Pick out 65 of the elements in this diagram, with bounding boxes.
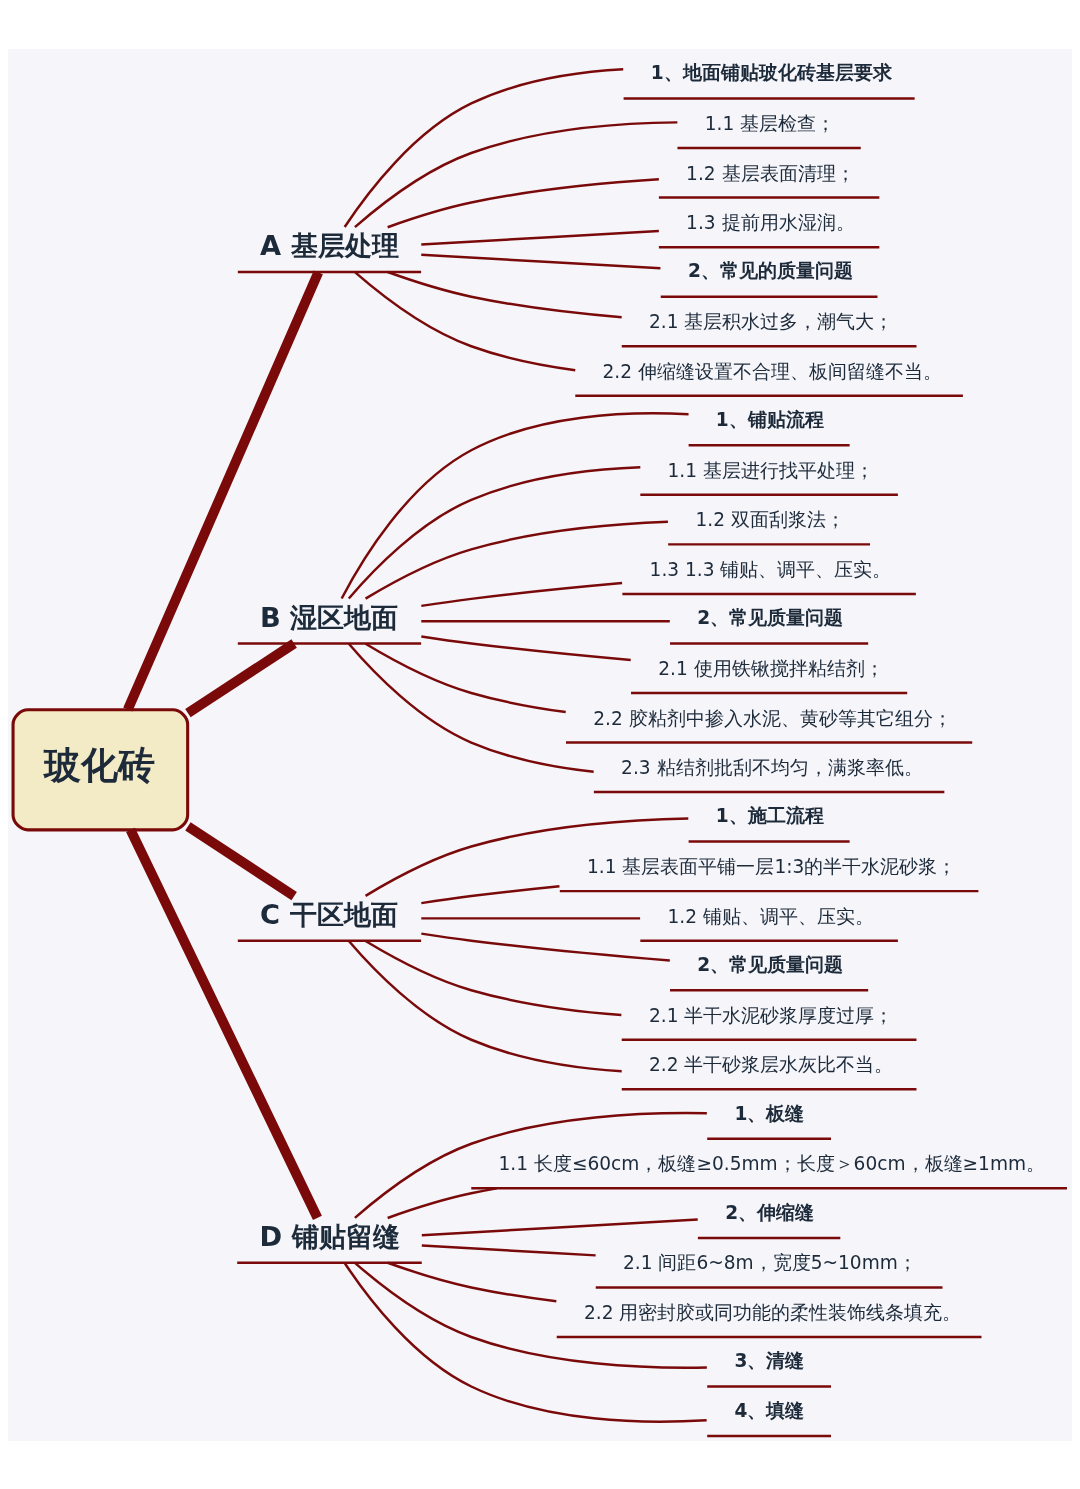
connector [387,1186,497,1219]
connector [387,1261,557,1302]
node-text: 2.1 间距6~8m，宽度5~10mm； [622,1251,917,1273]
node-text: 1、板缝 [734,1102,805,1124]
connector [354,1111,707,1219]
node-text: 1.3 提前用水湿润。 [686,211,855,233]
node-text: 2、常见的质量问题 [687,259,853,281]
connector [421,931,670,962]
connector [347,465,641,599]
node-text: 3、清缝 [734,1349,805,1371]
connector [364,816,689,897]
connector [354,1261,707,1369]
node-text: C 干区地面 [260,898,398,930]
node-text: 1.2 铺贴、调平、压实。 [667,905,874,927]
connector [340,411,689,599]
connector [126,827,322,1220]
node-text: 1.2 基层表面清理； [686,162,855,184]
connector [421,634,631,661]
node-box: 玻化砖 [11,707,190,831]
connector [421,581,623,607]
connector [421,229,659,246]
node-text: 1.1 基层检查； [704,112,836,134]
node-text: B 湿区地面 [260,601,399,633]
connector [421,884,560,904]
node-text: 1.1 长度≤60cm，板缝≥0.5mm；长度＞60cm，板缝≥1mm。 [498,1152,1046,1174]
connector [354,120,678,228]
node-text: 1.1 基层表面平铺一层1:3的半干水泥砂浆； [587,855,957,877]
node-text: 1、地面铺贴玻化砖基层要求 [650,61,892,83]
connector [421,916,641,920]
connector [343,67,624,228]
node-text: 1.1 基层进行找平处理； [667,459,874,481]
connector [387,270,622,318]
node-text: 1、铺贴流程 [715,408,824,430]
connector [421,1243,596,1257]
node-text: 2.1 基层积水过多，潮气大； [648,310,894,332]
node-text: 4、填缝 [734,1399,805,1421]
node-text: 2、常见质量问题 [697,606,844,628]
connector [354,270,576,371]
connector [387,177,659,228]
node-text: 2.2 用密封胶或同功能的柔性装饰线条填充。 [583,1301,962,1323]
node-text: 2、伸缩缝 [725,1201,815,1223]
connector [347,939,622,1073]
connector [343,1261,707,1423]
node-text: 1.3 1.3 铺贴、调平、压实。 [649,558,892,580]
node-text: A 基层处理 [260,229,399,261]
connector [421,1217,698,1236]
node-text: 2.3 粘结剂批刮不均匀，满浆率低。 [621,756,923,778]
connector [421,619,670,622]
connector [185,638,297,717]
connector [364,520,668,600]
connector [364,642,566,713]
connector [364,939,622,1016]
node-text: 2、常见质量问题 [697,953,844,975]
node-text: 2.2 半干砂浆层水灰比不当。 [648,1053,894,1075]
connector [185,821,297,900]
connector [421,253,661,270]
node-text: 1、施工流程 [715,804,824,826]
node-text: 2.2 伸缩缝设置不合理、板间留缝不当。 [602,360,942,382]
node-text: 2.1 半干水泥砂浆厚度过厚； [648,1004,894,1026]
node-text: 1.2 双面刮浆法； [695,508,845,530]
connector [123,269,323,712]
node-text: D 铺贴留缝 [259,1220,400,1252]
node-text: 2.2 胶粘剂中掺入水泥、黄砂等其它组分； [593,707,952,729]
node-text: 2.1 使用铁锹搅拌粘结剂； [658,657,884,679]
connector [347,642,594,773]
